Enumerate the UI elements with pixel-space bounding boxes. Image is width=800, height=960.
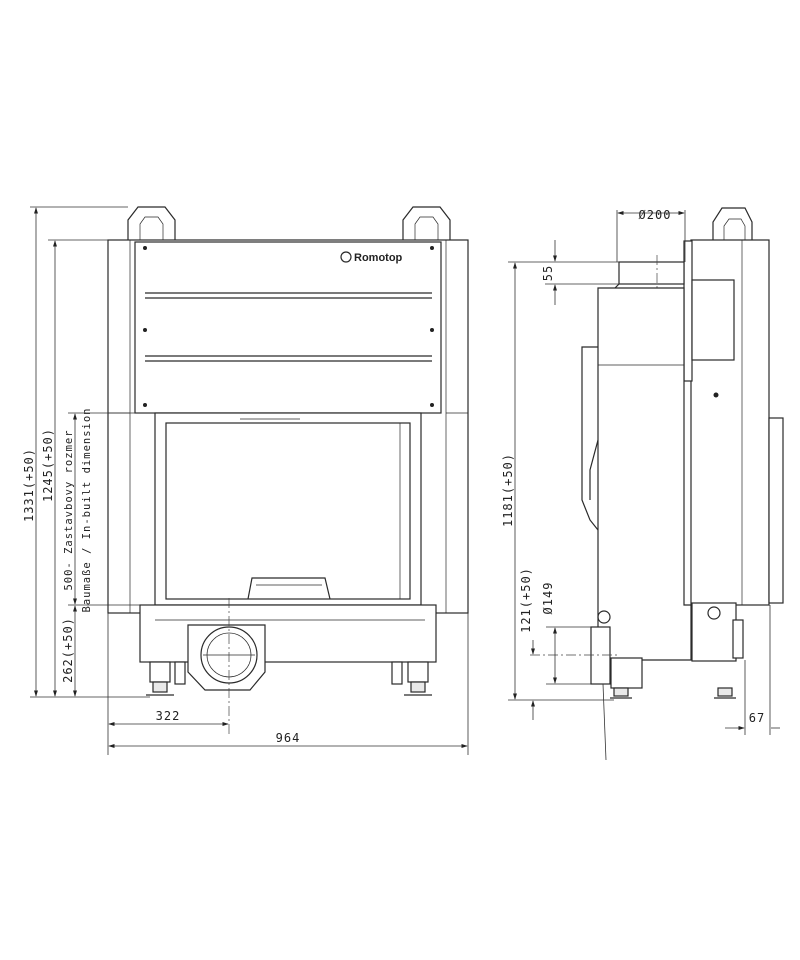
- firebox-door: [154, 412, 422, 606]
- adjustable-feet-side: [610, 687, 736, 699]
- side-view: Ø200 55 1181(+50) 121(+50) Ø149 67: [501, 207, 784, 761]
- air-inlet-side: [590, 610, 611, 685]
- svg-text:Romotop: Romotop: [354, 252, 403, 264]
- dim-flue-height: 1181(+50): [501, 453, 515, 527]
- lifting-handle-left: [127, 206, 176, 240]
- dim-flue-diameter: Ø200: [639, 208, 672, 222]
- note-inbuilt-line1: 500- Zastavbovy rozmer: [63, 429, 75, 590]
- door-profile: [581, 346, 599, 531]
- front-view: Romotop: [22, 206, 469, 755]
- air-inlet: [187, 624, 266, 691]
- dim-rear-offset: 67: [749, 711, 765, 725]
- brand-logo: Romotop: [340, 251, 403, 264]
- dim-air-inlet-height: 121(+50): [519, 567, 533, 633]
- dim-air-inlet-diameter: Ø149: [541, 582, 555, 615]
- base-frame: [139, 604, 437, 663]
- dim-body-height: 1245(+50): [41, 428, 55, 502]
- adjustable-feet: [146, 661, 432, 696]
- dim-flue-offset: 322: [156, 709, 181, 723]
- door-handle: [247, 577, 331, 600]
- dim-flue-collar: 55: [541, 265, 555, 281]
- lifting-handle-side: [712, 207, 753, 240]
- lifting-handle-right: [402, 206, 451, 240]
- top-panel: [134, 241, 442, 414]
- flue-pipe: [614, 261, 685, 289]
- front-body: [597, 287, 692, 661]
- note-inbuilt-line2: Baumaße / In-built dimension: [81, 407, 93, 612]
- dim-overall-height: 1331(+50): [22, 448, 36, 522]
- dim-base-height: 262(+50): [61, 617, 75, 683]
- dim-width: 964: [276, 731, 301, 745]
